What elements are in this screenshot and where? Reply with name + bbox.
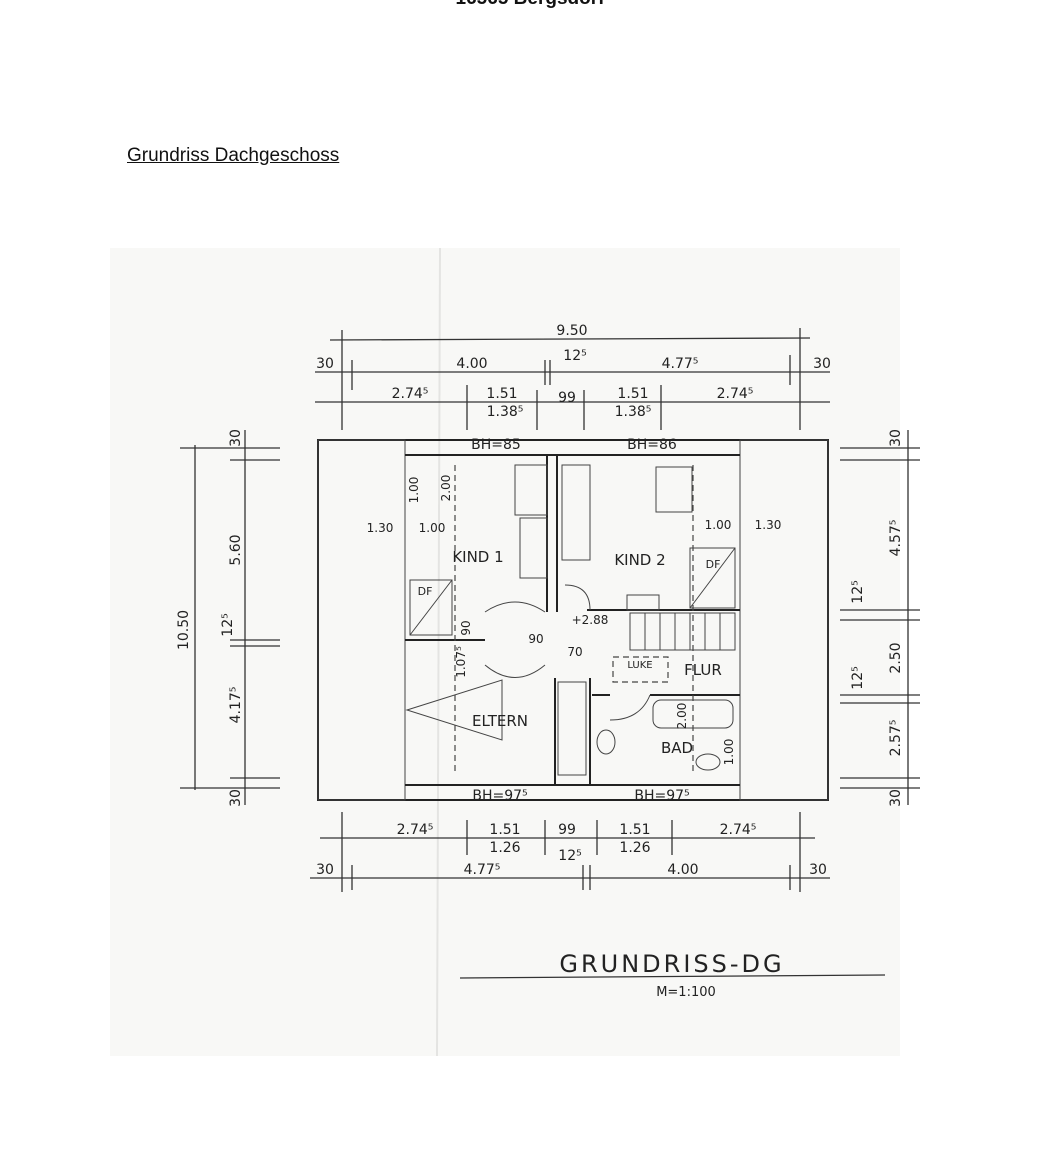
- dim-left: 12⁵: [220, 613, 236, 636]
- df-left: DF: [418, 585, 433, 598]
- window-top-left: BH=85: [471, 437, 521, 453]
- dim-right: 2.57⁵: [888, 720, 904, 757]
- window-bottom-right: BH=97⁵: [634, 788, 689, 804]
- dim-interior: 2.00: [675, 703, 689, 730]
- dim-top: 1.51: [617, 386, 648, 402]
- dim-right: 30: [888, 789, 904, 807]
- dim-top: 4.00: [456, 356, 487, 372]
- dim-bottom: 2.74⁵: [720, 822, 757, 838]
- dim-interior: 90: [528, 632, 543, 646]
- room-bad: BAD: [661, 739, 693, 757]
- dim-right: 4.57⁵: [888, 520, 904, 557]
- dim-bottom: 30: [316, 862, 334, 878]
- room-kind2: KIND 2: [614, 551, 665, 569]
- dim-top: 12⁵: [563, 348, 586, 364]
- dim-interior: 1.00: [705, 518, 732, 532]
- room-flur: FLUR: [684, 661, 722, 679]
- room-kind1: KIND 1: [452, 548, 503, 566]
- dim-interior: 1.00: [419, 521, 446, 535]
- dim-interior: 90: [459, 620, 473, 635]
- room-labels: KIND 1 KIND 2 ELTERN FLUR BAD LUKE DF DF…: [367, 437, 782, 804]
- section-title: Grundriss Dachgeschoss: [127, 145, 340, 166]
- top-dimensions: 9.50 30 4.00 12⁵ 4.77⁵ 30 2.74⁵ 1.51 99 …: [315, 323, 831, 430]
- dim-bottom: 1.51: [619, 822, 650, 838]
- dim-bottom: 12⁵: [558, 848, 581, 864]
- building-outline: [317, 439, 829, 801]
- left-dimensions: 10.50 30 5.60 12⁵ 4.17⁵ 30: [176, 429, 280, 807]
- dim-interior: 70: [567, 645, 582, 659]
- plan-title: GRUNDRISS-DG: [559, 950, 784, 978]
- dim-top: 1.38⁵: [615, 404, 652, 420]
- dim-top: 30: [316, 356, 334, 372]
- dim-interior: 2.00: [439, 475, 453, 502]
- dim-left: 30: [228, 429, 244, 447]
- dim-left: 5.60: [228, 534, 244, 565]
- dim-top: 30: [813, 356, 831, 372]
- dim-left: 10.50: [176, 610, 192, 650]
- luke-label: LUKE: [627, 660, 652, 671]
- dim-bottom: 2.74⁵: [397, 822, 434, 838]
- dim-bottom: 99: [558, 822, 576, 838]
- dim-right: 12⁵: [850, 580, 866, 603]
- bottom-dimensions: 2.74⁵ 1.51 99 1.51 2.74⁵ 1.26 1.26 30 4.…: [310, 812, 830, 892]
- dim-right: 12⁵: [850, 666, 866, 689]
- dim-interior: 1.00: [407, 477, 421, 504]
- dim-interior: 1.00: [722, 739, 736, 766]
- dim-bottom: 4.00: [667, 862, 698, 878]
- room-eltern: ELTERN: [472, 712, 528, 730]
- dim-top: 99: [558, 390, 576, 406]
- dim-interior: 1.30: [755, 518, 782, 532]
- df-right: DF: [706, 558, 721, 571]
- dim-top: 4.77⁵: [662, 356, 699, 372]
- dim-top: 1.38⁵: [487, 404, 524, 420]
- dim-top: 2.74⁵: [717, 386, 754, 402]
- dim-interior: 1.07⁵: [454, 646, 468, 678]
- window-bottom-left: BH=97⁵: [472, 788, 527, 804]
- dim-left: 4.17⁵: [228, 687, 244, 724]
- address-header: 16565 Bergsdorf: [0, 0, 1060, 10]
- dim-bottom: 1.51: [489, 822, 520, 838]
- plan-title-block: GRUNDRISS-DG M=1:100: [459, 950, 886, 1000]
- dim-top: 1.51: [486, 386, 517, 402]
- level-mark: +2.88: [572, 613, 609, 627]
- dim-bottom: 1.26: [489, 840, 520, 856]
- window-top-right: BH=86: [627, 437, 677, 453]
- dim-bottom: 4.77⁵: [464, 862, 501, 878]
- scan-background: [110, 248, 900, 1056]
- dim-top: 2.74⁵: [392, 386, 429, 402]
- stairs: [629, 612, 736, 651]
- dim-bottom: 1.26: [619, 840, 650, 856]
- dim-left: 30: [228, 789, 244, 807]
- dim-interior: 1.30: [367, 521, 394, 535]
- dim-right: 30: [888, 429, 904, 447]
- paper-fold: [436, 247, 441, 1057]
- right-dimensions: 30 4.57⁵ 12⁵ 2.50 12⁵ 2.57⁵ 30: [840, 429, 920, 807]
- dim-overall-width: 9.50: [556, 323, 587, 339]
- plan-scale: M=1:100: [656, 985, 716, 1000]
- dim-right: 2.50: [888, 642, 904, 673]
- dim-bottom: 30: [809, 862, 827, 878]
